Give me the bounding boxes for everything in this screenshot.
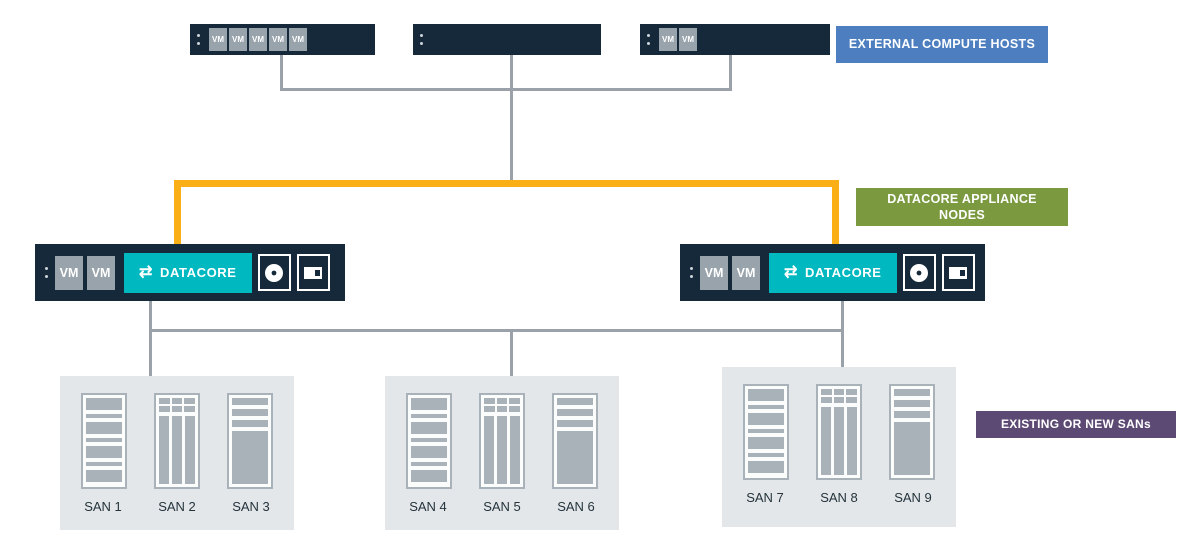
san-label: SAN 3 [232,499,270,514]
san-rack [227,393,273,489]
server-led-dots [420,34,423,45]
datacore-arrows-icon: ⇄ [784,263,799,281]
vm-chip: VM [229,28,247,51]
server-led-dots [647,34,650,45]
compute-host-3: VM VM [640,24,830,55]
san-rack [479,393,525,489]
connector-node2-to-san [841,301,844,367]
connector-san2-drop [510,329,513,377]
datacore-label: DATACORE [805,265,882,280]
label-external-compute-hosts: EXTERNAL COMPUTE HOSTS [836,26,1048,63]
datacore-node-1: VM VM ⇄ DATACORE [35,244,345,301]
san-label: SAN 1 [84,499,122,514]
san-racks [722,367,956,480]
server-led-dots [45,267,48,278]
datacore-engine-badge: ⇄ DATACORE [769,252,897,293]
san-rack [816,384,862,480]
san-rack [406,393,452,489]
connector-host1-drop [280,55,283,91]
vm-chip: VM [679,28,697,51]
san-rack [552,393,598,489]
compute-host-2 [413,24,601,55]
vm-chip: VM [87,255,115,290]
san-rack [154,393,200,489]
connector-host2-drop [510,55,513,183]
datacore-arrows-icon: ⇄ [139,263,154,281]
connector-host3-drop [729,55,732,91]
san-group-1: SAN 1 SAN 2 SAN 3 [60,376,294,530]
connector-mirror-right-drop [832,180,839,245]
san-label: SAN 7 [746,490,784,505]
san-group-2: SAN 4 SAN 5 SAN 6 [385,376,619,530]
label-existing-or-new-sans: EXISTING OR NEW SANs [976,411,1176,438]
san-rack [743,384,789,480]
san-label: SAN 9 [894,490,932,505]
san-rack [889,384,935,480]
san-label: SAN 4 [409,499,447,514]
vm-chip: VM [659,28,677,51]
san-label: SAN 5 [483,499,521,514]
san-group-3: SAN 7 SAN 8 SAN 9 [722,367,956,527]
datacore-node-2: VM VM ⇄ DATACORE [680,244,985,301]
vm-chip: VM [732,255,760,290]
connector-top-bus [280,88,732,91]
server-led-dots [690,267,693,278]
connector-san-bus [149,329,844,332]
vm-chip: VM [289,28,307,51]
server-led-dots [197,34,200,45]
vm-chip: VM [209,28,227,51]
san-label: SAN 2 [158,499,196,514]
drive-icon [296,254,330,291]
datacore-engine-badge: ⇄ DATACORE [124,252,252,293]
vm-chip: VM [55,255,83,290]
disk-icon [257,254,291,291]
san-rack [81,393,127,489]
san-label: SAN 8 [820,490,858,505]
disk-icon [902,254,936,291]
drive-icon [941,254,975,291]
vm-chip: VM [269,28,287,51]
san-label: SAN 6 [557,499,595,514]
label-datacore-appliance-nodes: DATACORE APPLIANCE NODES [856,188,1068,226]
san-racks [385,376,619,489]
compute-host-1: VM VM VM VM VM [190,24,375,55]
connector-node1-to-san [149,301,152,377]
connector-mirror-bus [174,180,839,187]
vm-chip: VM [249,28,267,51]
datacore-label: DATACORE [160,265,237,280]
san-racks [60,376,294,489]
vm-chip: VM [700,255,728,290]
connector-mirror-left-drop [174,180,181,245]
